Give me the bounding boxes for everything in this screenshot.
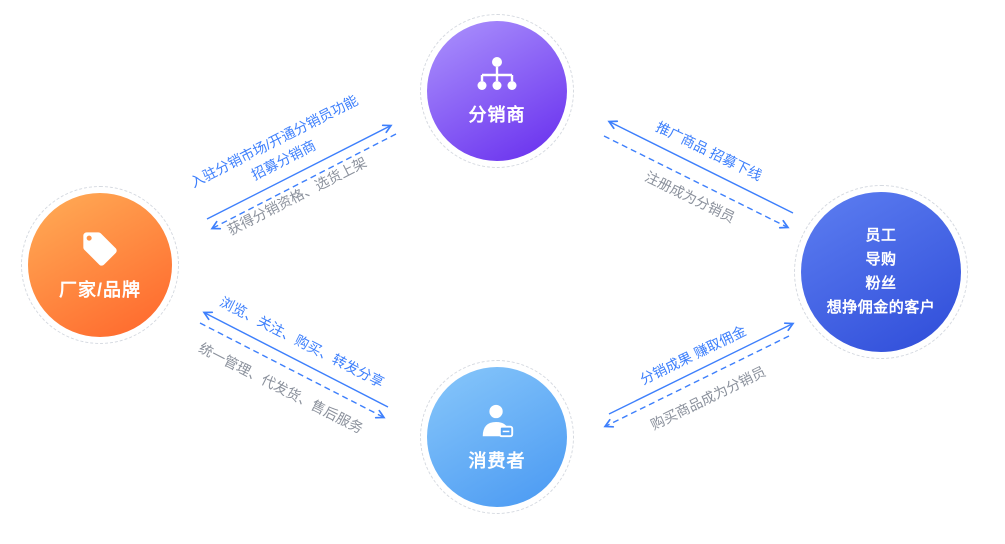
arrow-audience-to-consumer xyxy=(603,335,790,428)
node-consumer-label: 消费者 xyxy=(468,450,526,471)
price-tag-icon xyxy=(83,231,117,266)
audience-line-guides: 导购 xyxy=(865,251,897,268)
audience-line-commission-customers: 想挣佣金的客户 xyxy=(826,299,936,316)
node-consumer: 消费者 xyxy=(420,360,574,514)
node-audience-text: 员工 导购 粉丝 想挣佣金的客户 xyxy=(827,224,936,320)
audience-line-employees: 员工 xyxy=(865,227,897,244)
node-brand-label: 厂家/品牌 xyxy=(58,279,141,300)
arrow-consumer-to-brand xyxy=(202,311,389,408)
arrow-brand-to-consumer xyxy=(199,322,386,419)
arrow-distributor-to-audience xyxy=(603,135,790,229)
node-distributor-label: 分销商 xyxy=(468,104,526,125)
arrow-consumer-to-audience xyxy=(608,322,795,415)
arrow-distributor-to-brand xyxy=(210,133,397,230)
node-brand: 厂家/品牌 xyxy=(21,186,179,344)
arrow-audience-to-distributor xyxy=(607,120,794,214)
node-distributor: 分销商 xyxy=(420,14,574,168)
person-badge-icon xyxy=(482,404,514,437)
audience-line-fans: 粉丝 xyxy=(865,275,897,292)
arrow-brand-to-distributor xyxy=(206,124,393,220)
org-hierarchy-icon xyxy=(477,56,517,90)
node-audience: 员工 导购 粉丝 想挣佣金的客户 xyxy=(794,185,968,359)
